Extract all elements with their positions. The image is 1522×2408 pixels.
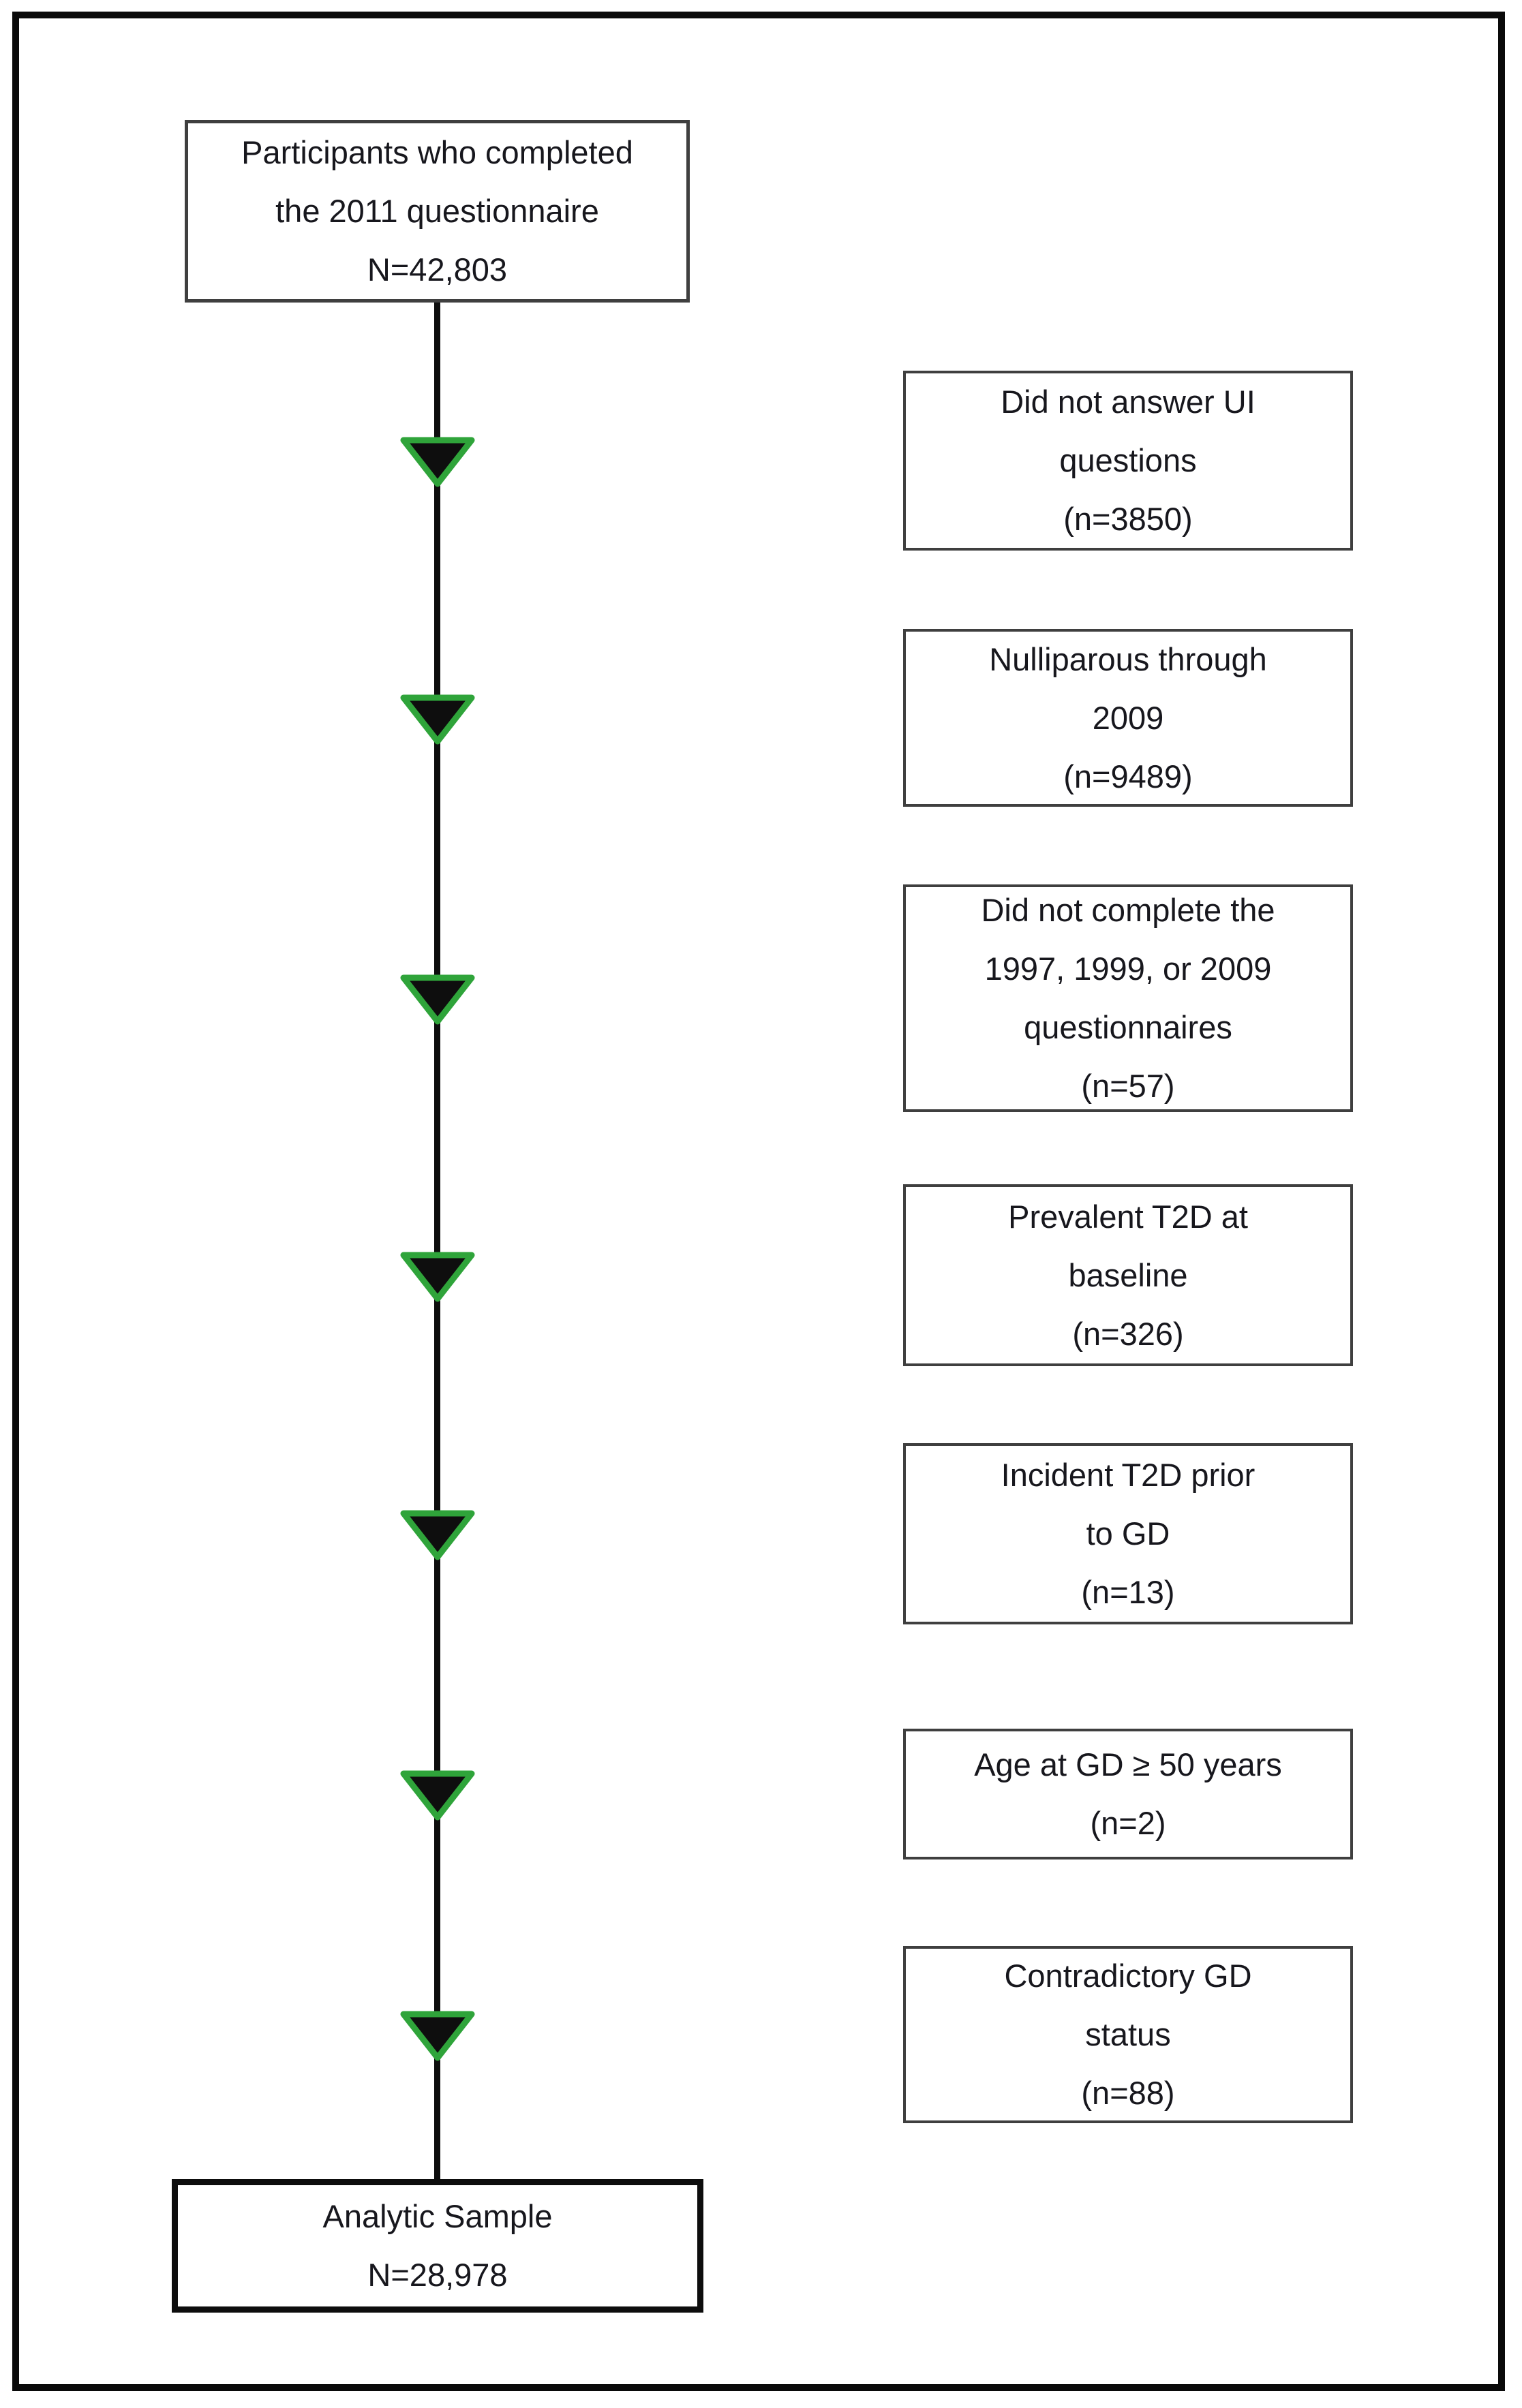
bottom-box-line: Analytic Sample xyxy=(322,2198,553,2234)
exclusion-line: Did not answer UI xyxy=(1001,384,1255,420)
exclusion-count: (n=88) xyxy=(1081,2075,1175,2111)
outer-frame xyxy=(12,12,1505,2391)
exclusion-line: status xyxy=(1085,2016,1171,2052)
bottom-box-analytic-sample: Analytic Sample N=28,978 xyxy=(172,2179,703,2313)
exclusion-count: (n=13) xyxy=(1081,1574,1175,1610)
bottom-box-count: N=28,978 xyxy=(367,2257,508,2293)
arrow-down-icon xyxy=(400,1252,475,1302)
top-box-participants: Participants who completed the 2011 ques… xyxy=(185,120,690,303)
exclusion-line: to GD xyxy=(1086,1515,1170,1552)
exclusion-line: 2009 xyxy=(1092,699,1164,736)
exclusion-count: (n=57) xyxy=(1081,1068,1175,1104)
exclusion-box-prevalent-t2d: Prevalent T2D at baseline (n=326) xyxy=(903,1184,1353,1366)
exclusion-line: baseline xyxy=(1068,1256,1188,1293)
arrow-down-icon xyxy=(400,1510,475,1560)
exclusion-line: questions xyxy=(1059,442,1197,478)
exclusion-box-contradictory-gd: Contradictory GD status (n=88) xyxy=(903,1946,1353,2123)
exclusion-line: Prevalent T2D at xyxy=(1008,1198,1248,1235)
exclusion-count: (n=9489) xyxy=(1063,758,1193,794)
top-box-line: Participants who completed xyxy=(241,134,633,170)
exclusion-count: (n=3850) xyxy=(1063,501,1193,537)
arrow-down-icon xyxy=(400,694,475,745)
exclusion-line: 1997, 1999, or 2009 xyxy=(984,951,1272,987)
exclusion-line: Contradictory GD xyxy=(1004,1958,1252,1994)
arrow-down-icon xyxy=(400,1770,475,1821)
top-box-count: N=42,803 xyxy=(367,251,508,288)
exclusion-box-incomplete-questionnaires: Did not complete the 1997, 1999, or 2009… xyxy=(903,884,1353,1112)
arrow-down-icon xyxy=(400,437,475,487)
exclusion-box-nulliparous: Nulliparous through 2009 (n=9489) xyxy=(903,629,1353,807)
exclusion-line: Incident T2D prior xyxy=(1001,1457,1255,1493)
exclusion-box-incident-t2d: Incident T2D prior to GD (n=13) xyxy=(903,1443,1353,1624)
exclusion-line: Nulliparous through xyxy=(989,640,1267,677)
exclusion-box-ui-questions: Did not answer UI questions (n=3850) xyxy=(903,371,1353,551)
flow-line xyxy=(434,303,440,2179)
top-box-line: the 2011 questionnaire xyxy=(275,193,599,229)
arrow-down-icon xyxy=(400,2011,475,2061)
exclusion-line: questionnaires xyxy=(1024,1009,1232,1045)
arrow-down-icon xyxy=(400,974,475,1025)
exclusion-count: (n=326) xyxy=(1072,1315,1184,1352)
exclusion-line: Age at GD ≥ 50 years xyxy=(974,1746,1282,1782)
exclusion-count: (n=2) xyxy=(1090,1805,1166,1841)
exclusion-box-age-at-gd: Age at GD ≥ 50 years (n=2) xyxy=(903,1729,1353,1859)
exclusion-line: Did not complete the xyxy=(981,892,1275,928)
